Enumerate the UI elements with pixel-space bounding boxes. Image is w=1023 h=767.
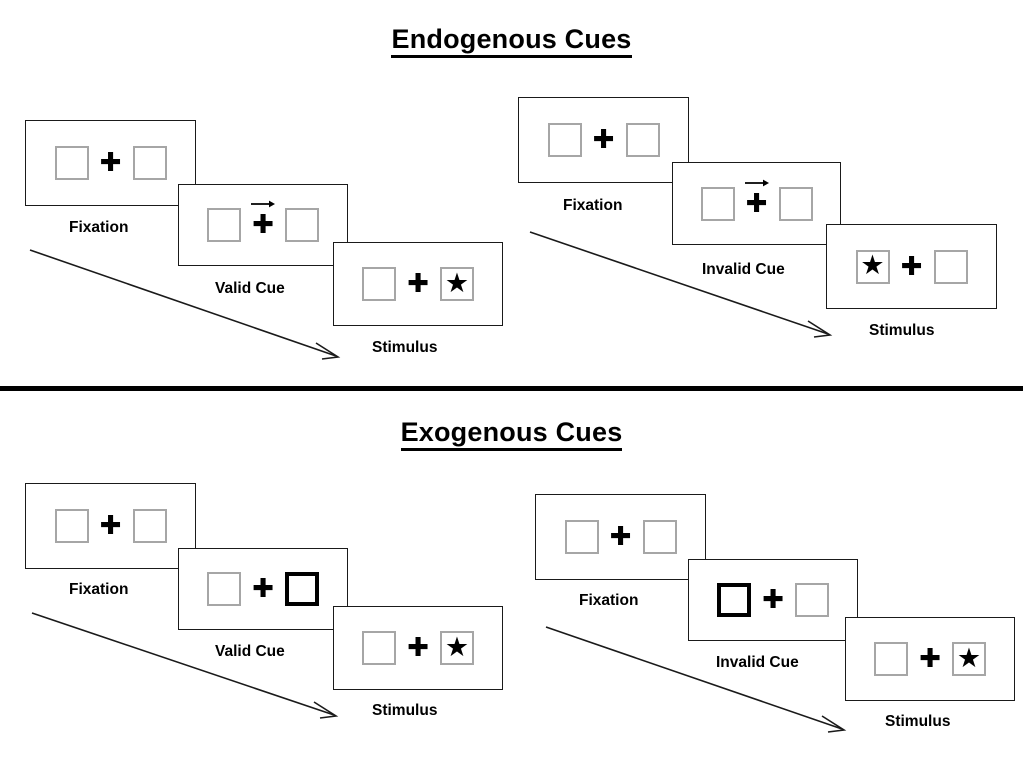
fixation-plus-icon: ✚ — [99, 148, 122, 178]
panel-content: ✚ ★ — [874, 642, 986, 676]
panel-exogenous-invalid-fixation[interactable]: ✚ — [535, 494, 706, 580]
caption-endogenous-invalid-stimulus: Stimulus — [869, 322, 935, 339]
fixation-plus-icon: ✚ — [762, 585, 784, 615]
fixation-plus-icon: ✚ — [407, 269, 429, 299]
fixation-plus-icon: ✚ — [252, 574, 274, 604]
caption-exogenous-valid-stimulus: Stimulus — [372, 702, 438, 719]
star-icon: ★ — [860, 250, 885, 280]
section-title-exogenous-text: Exogenous Cues — [400, 419, 623, 451]
caption-endogenous-invalid-fixation: Fixation — [563, 197, 623, 214]
right-box — [132, 509, 167, 543]
section-divider — [0, 386, 1023, 391]
panel-exogenous-invalid-cue[interactable]: ✚ — [688, 559, 858, 641]
time-arrow-exogenous-invalid — [545, 626, 847, 733]
caption-endogenous-valid-fixation: Fixation — [69, 219, 129, 236]
left-box — [207, 572, 241, 606]
fixation-center: ✚ — [599, 524, 643, 550]
fixation-center: ✚ — [396, 271, 440, 297]
left-box — [564, 520, 599, 554]
caption-exogenous-invalid-stimulus: Stimulus — [885, 713, 951, 730]
left-box — [362, 267, 396, 301]
panel-exogenous-invalid-stimulus[interactable]: ✚ ★ — [845, 617, 1015, 701]
panel-content: ✚ ★ — [362, 631, 474, 665]
right-box — [795, 583, 829, 617]
fixation-center: ✚ — [396, 635, 440, 661]
cue-arrow-right-icon — [744, 179, 769, 186]
left-box — [874, 642, 908, 676]
time-arrow-exogenous-valid — [31, 612, 339, 719]
panel-endogenous-valid-stimulus[interactable]: ✚ ★ — [333, 242, 503, 326]
panel-endogenous-valid-fixation[interactable]: ✚ — [25, 120, 196, 206]
left-box — [547, 123, 582, 157]
panel-endogenous-invalid-fixation[interactable]: ✚ — [518, 97, 689, 183]
right-box-target: ★ — [440, 267, 474, 301]
panel-content: ✚ — [547, 123, 660, 157]
right-box-cued — [285, 572, 319, 606]
fixation-center: ✚ — [241, 200, 285, 240]
fixation-center: ✚ — [89, 150, 133, 176]
panel-exogenous-valid-stimulus[interactable]: ✚ ★ — [333, 606, 503, 690]
fixation-plus-icon: ✚ — [900, 251, 923, 282]
panel-content: ★ ✚ — [855, 249, 968, 284]
panel-endogenous-invalid-stimulus[interactable]: ★ ✚ — [826, 224, 997, 309]
caption-endogenous-invalid-cue: Invalid Cue — [702, 261, 785, 278]
fixation-plus-icon: ✚ — [592, 125, 615, 155]
right-box — [285, 208, 319, 242]
fixation-center: ✚ — [908, 646, 952, 672]
left-box — [362, 631, 396, 665]
left-box — [700, 186, 735, 221]
fixation-plus-icon: ✚ — [407, 633, 429, 663]
right-box — [642, 520, 677, 554]
caption-exogenous-valid-cue: Valid Cue — [215, 643, 285, 660]
star-icon: ★ — [956, 642, 982, 673]
caption-endogenous-valid-stimulus: Stimulus — [372, 339, 438, 356]
fixation-center: ✚ — [890, 254, 934, 280]
panel-endogenous-valid-cue[interactable]: ✚ — [178, 184, 348, 266]
panel-exogenous-valid-fixation[interactable]: ✚ — [25, 483, 196, 569]
section-title-exogenous: Exogenous Cues — [0, 419, 1023, 451]
fixation-center: ✚ — [751, 587, 795, 613]
panel-exogenous-valid-cue[interactable]: ✚ — [178, 548, 348, 630]
panel-content: ✚ ★ — [362, 267, 474, 301]
left-box — [54, 146, 89, 180]
cue-arrow-right-icon — [251, 200, 275, 208]
fixation-center: ✚ — [89, 513, 133, 539]
fixation-center: ✚ — [735, 179, 779, 219]
right-box — [132, 146, 167, 180]
star-icon: ★ — [444, 267, 470, 298]
left-box — [207, 208, 241, 242]
panel-endogenous-invalid-cue[interactable]: ✚ — [672, 162, 841, 245]
caption-exogenous-invalid-cue: Invalid Cue — [716, 654, 799, 671]
section-title-endogenous: Endogenous Cues — [0, 26, 1023, 58]
right-box — [625, 123, 660, 157]
time-arrow-endogenous-valid — [29, 249, 341, 360]
right-box-target: ★ — [952, 642, 986, 676]
left-box-cued — [717, 583, 751, 617]
caption-endogenous-valid-cue: Valid Cue — [215, 280, 285, 297]
caption-exogenous-invalid-fixation: Fixation — [579, 592, 639, 609]
panel-content: ✚ — [700, 179, 813, 221]
right-box-target: ★ — [440, 631, 474, 665]
panel-content: ✚ — [54, 509, 167, 543]
panel-content: ✚ — [54, 146, 167, 180]
panel-content: ✚ — [717, 583, 829, 617]
fixation-plus-icon: ✚ — [99, 511, 122, 541]
right-box — [778, 186, 813, 221]
fixation-plus-icon: ✚ — [919, 644, 941, 674]
left-box-target: ★ — [855, 249, 890, 284]
panel-content: ✚ — [564, 520, 677, 554]
fixation-plus-icon: ✚ — [609, 522, 632, 552]
time-arrow-endogenous-invalid — [529, 231, 833, 338]
fixation-plus-icon: ✚ — [745, 188, 768, 219]
star-icon: ★ — [444, 631, 470, 662]
fixation-center: ✚ — [582, 127, 626, 153]
left-box — [54, 509, 89, 543]
panel-content: ✚ — [207, 200, 319, 242]
right-box — [933, 249, 968, 284]
fixation-plus-icon: ✚ — [252, 210, 274, 240]
fixation-center: ✚ — [241, 576, 285, 602]
section-title-endogenous-text: Endogenous Cues — [391, 26, 632, 58]
panel-content: ✚ — [207, 572, 319, 606]
caption-exogenous-valid-fixation: Fixation — [69, 581, 129, 598]
